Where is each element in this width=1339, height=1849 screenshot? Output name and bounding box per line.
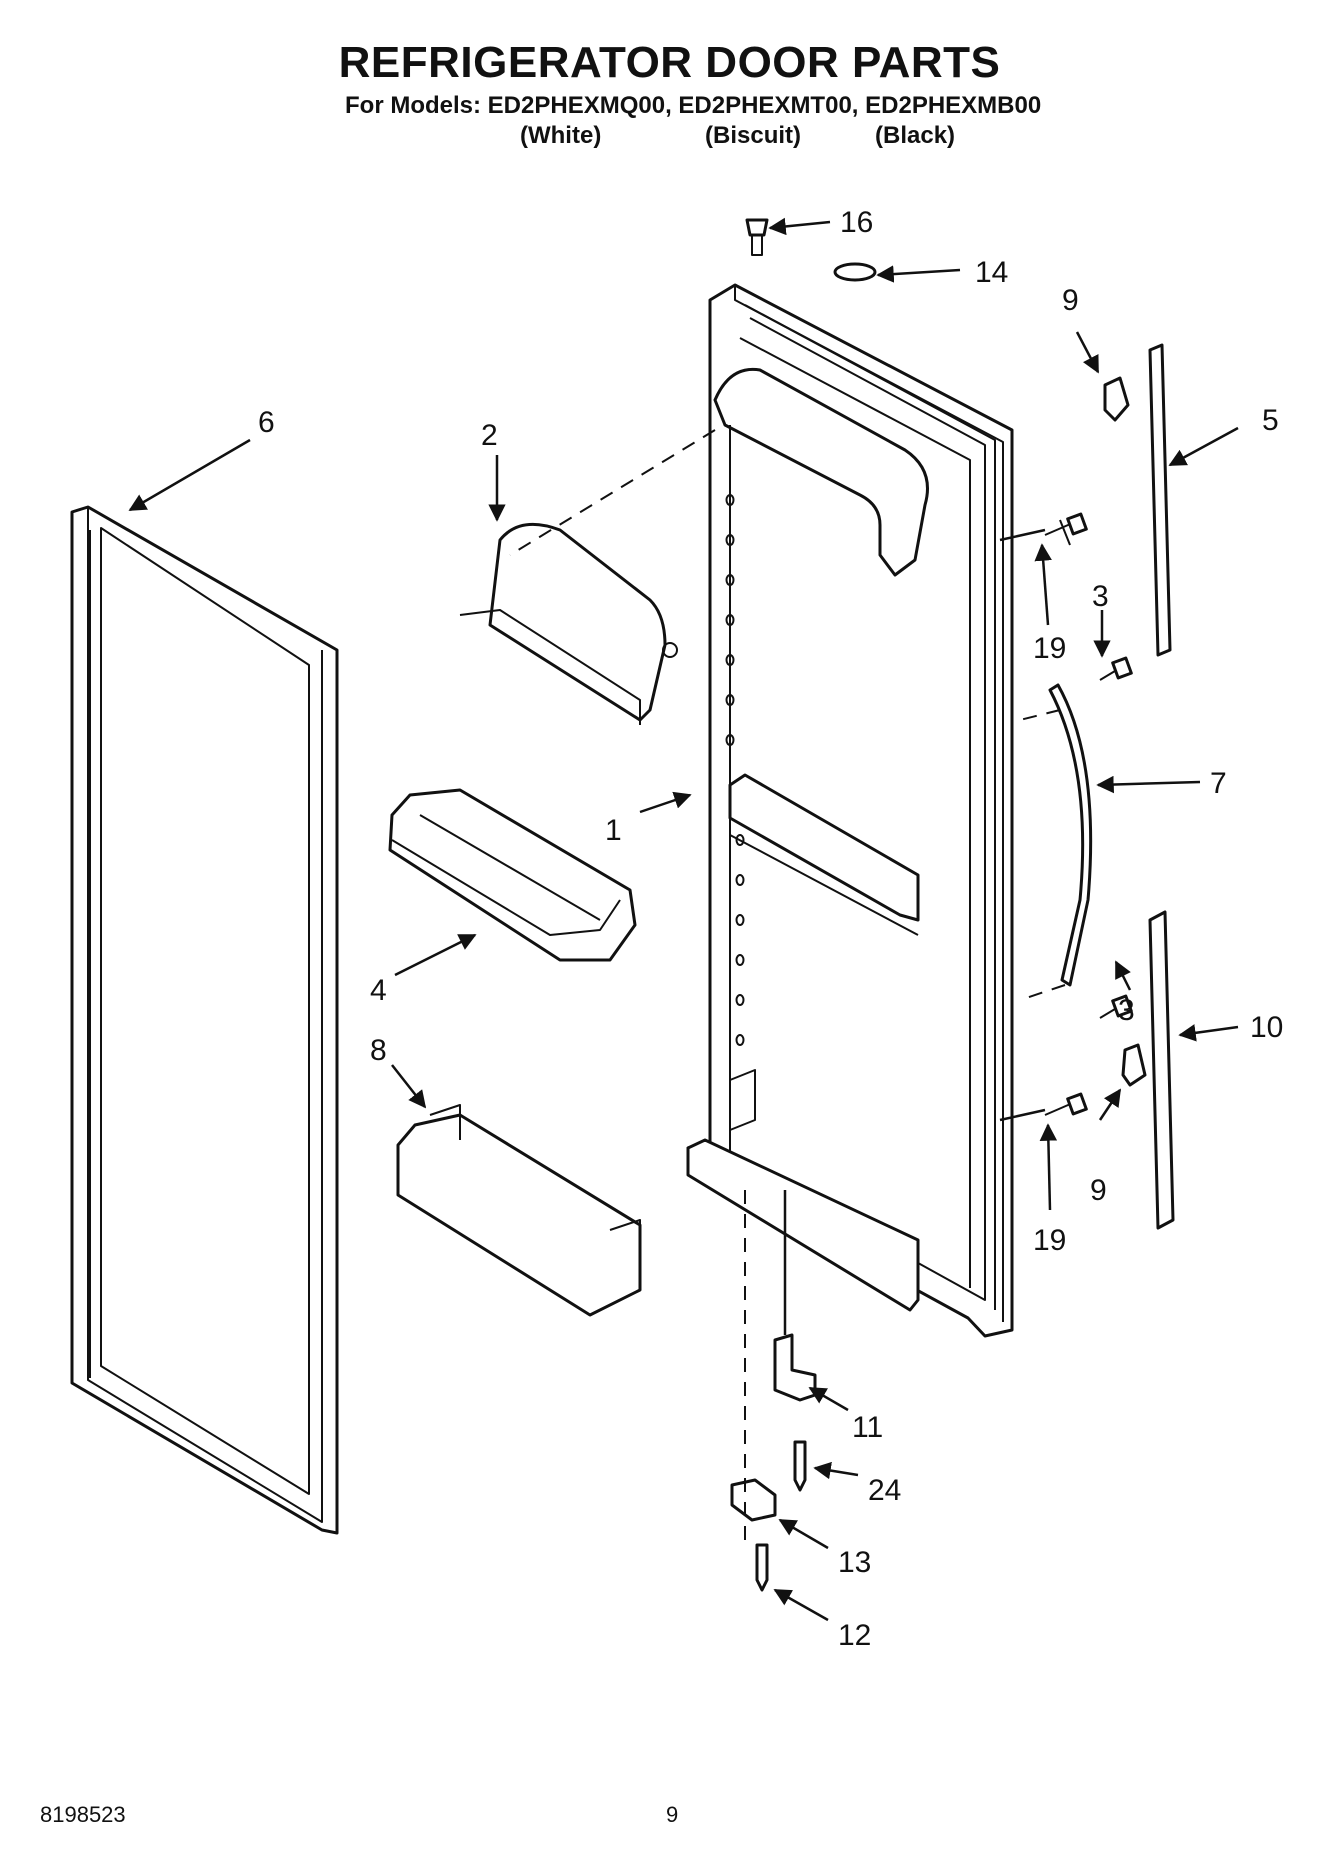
door-plug-part-16: [745, 218, 769, 256]
callout-3-upper: 3: [1092, 580, 1109, 613]
callout-24: 24: [868, 1474, 901, 1507]
screw-part-19-lower: [1044, 1092, 1088, 1116]
callout-12: 12: [838, 1619, 871, 1652]
hinge-part-11: [773, 1333, 817, 1402]
variant-biscuit: (Biscuit): [705, 122, 801, 149]
trim-strip-part-10: [1148, 910, 1175, 1230]
callout-labels: 16 14 9 5 6 2 19 3 7 1 4 3 10 8 9 19 11 …: [258, 206, 1283, 1652]
models-line: For Models: ED2PHEXMQ00, ED2PHEXMT00, ED…: [345, 92, 1042, 119]
clip-part-9-lower: [1121, 1043, 1147, 1087]
callout-10: 10: [1250, 1011, 1283, 1044]
callout-9-upper: 9: [1062, 284, 1079, 317]
trim-strip-part-5: [1148, 343, 1172, 657]
screw-part-3-lower: [1099, 994, 1133, 1019]
dairy-door-part-2: [459, 522, 678, 725]
callout-8: 8: [370, 1034, 387, 1067]
door-handle-part-7: [1019, 683, 1093, 1001]
variant-white: (White): [520, 122, 602, 149]
clip-part-9-upper: [1103, 376, 1130, 422]
screw-part-3-upper: [1099, 656, 1133, 681]
cap-part-14: [833, 262, 877, 282]
document-number: 8198523: [40, 1802, 126, 1827]
callout-5: 5: [1262, 404, 1279, 437]
callout-1: 1: [605, 814, 622, 847]
page-title: REFRIGERATOR DOOR PARTS: [338, 38, 1001, 87]
callout-19-lower: 19: [1033, 1224, 1066, 1257]
callout-arrows: [128, 217, 1239, 1622]
variant-black: (Black): [875, 122, 956, 149]
callout-19-upper: 19: [1033, 632, 1066, 665]
screw-part-19-upper: [1044, 512, 1088, 546]
callout-4: 4: [370, 974, 387, 1007]
callout-9-lower: 9: [1090, 1174, 1107, 1207]
shelf-holes-lower: [735, 834, 745, 1046]
door-gasket-part-6: [70, 505, 339, 1535]
callout-2: 2: [481, 419, 498, 452]
door-bin-part-4: [388, 788, 637, 962]
callout-7: 7: [1210, 767, 1227, 800]
door-liner-part-1: [686, 283, 1014, 1338]
callout-13: 13: [838, 1546, 871, 1579]
callout-11: 11: [852, 1411, 883, 1444]
callout-6: 6: [258, 406, 275, 439]
callout-14: 14: [975, 256, 1008, 289]
shelf-holes-upper: [725, 494, 735, 746]
hinge-bracket-part-13: [730, 1478, 777, 1522]
screw-part-24: [793, 1440, 807, 1492]
callout-16: 16: [840, 206, 873, 239]
door-shelf-part-8: [396, 1104, 642, 1317]
page-number: 9: [666, 1802, 679, 1827]
screw-part-12: [755, 1543, 769, 1592]
callout-3-lower: 3: [1118, 994, 1135, 1027]
